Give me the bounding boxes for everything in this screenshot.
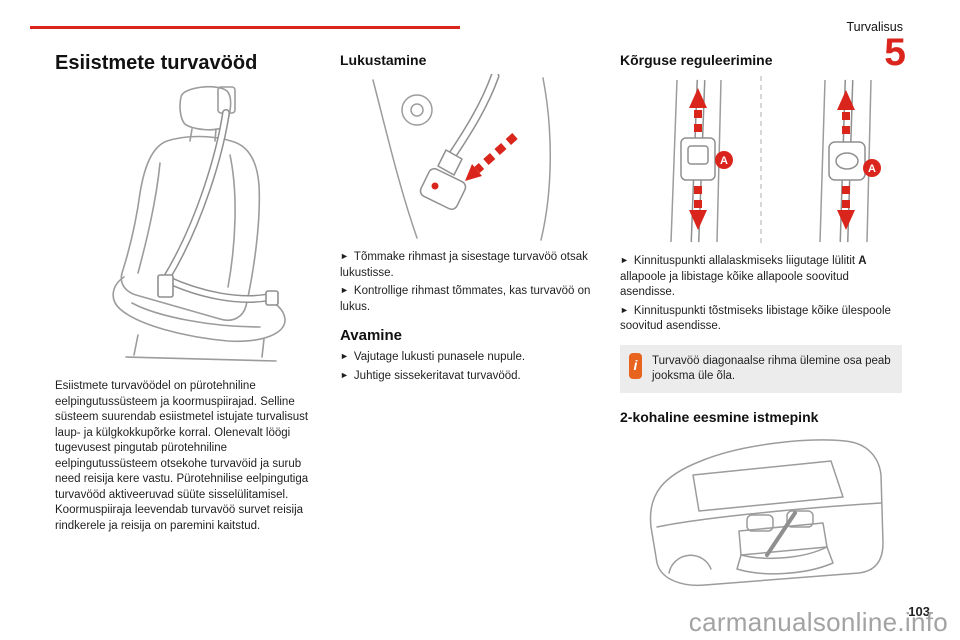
info-box-text: Turvavöö diagonaalse rihma ülemine osa p… — [652, 354, 891, 382]
bullet-arrow-icon: ► — [340, 251, 349, 261]
opening-step: ► Juhtige sissekeritavat turvavööd. — [340, 369, 592, 385]
height-step-text: Kinnituspunkti tõstmiseks libistage kõik… — [620, 304, 891, 333]
bench-seat-illustration — [620, 431, 902, 593]
column-front-seatbelts: Esiistmete turvavööd — [55, 52, 323, 534]
locking-step-text: Kontrollige rihmast tõmmates, kas turvav… — [340, 285, 591, 313]
buckle-illustration-svg — [372, 74, 552, 241]
seat-belt-illustration — [55, 81, 323, 369]
height-step-text: Kinnituspunkti allalaskmiseks liigutage … — [620, 255, 867, 298]
bench-seat-svg — [649, 438, 884, 586]
bullet-arrow-icon: ► — [620, 255, 629, 265]
label-a-badge — [715, 151, 733, 169]
bullet-arrow-icon: ► — [620, 304, 629, 315]
info-box: i Turvavöö diagonaalse rihma ülemine osa… — [620, 344, 902, 393]
bullet-arrow-icon: ► — [340, 369, 349, 380]
locking-heading: Lukustamine — [340, 52, 427, 68]
height-step-pre: Kinnituspunkti allalaskmiseks liigutage … — [633, 255, 859, 267]
height-step-bold-a: A — [858, 255, 867, 267]
height-step: ►Kinnituspunkti tõstmiseks libistage kõi… — [620, 304, 902, 335]
bullet-arrow-icon: ► — [340, 285, 349, 295]
opening-heading: Avamine — [340, 327, 402, 344]
label-a-badge — [863, 159, 881, 177]
height-heading: Kõrguse reguleerimine — [620, 52, 773, 68]
buckle-illustration — [340, 74, 592, 242]
buckle-release-button — [431, 182, 439, 190]
seat-illustration-svg — [112, 85, 286, 362]
section-label: Turvalisus — [846, 20, 904, 34]
info-icon: i — [629, 352, 642, 379]
header-rule — [30, 26, 460, 29]
opening-step-text: Vajutage lukusti punasele nupule. — [353, 351, 526, 363]
bench-heading: 2-kohaline eesmine istmepink — [620, 408, 819, 425]
column-locking: Lukustamine — [340, 52, 592, 387]
adjuster-label-a: A — [720, 155, 728, 167]
opening-step-text: Juhtige sissekeritavat turvavööd. — [353, 369, 521, 382]
insert-arrow-icon — [465, 133, 518, 181]
locking-step-text: Tõmmake rihmast ja sisestage turvavöö ot… — [340, 251, 588, 279]
page-number: 103 — [908, 604, 930, 619]
watermark: carmanualsonline.info — [688, 607, 948, 637]
intro-paragraph: Esiistmete turvavöödel on pürotehniline … — [55, 380, 309, 532]
column-height-adjust: Kõrguse reguleerimine — [620, 52, 902, 601]
chapter-number: 5 — [884, 31, 906, 74]
bullet-arrow-icon: ► — [340, 351, 349, 361]
height-step-post: allapoole ja libistage kõike allapoole s… — [620, 270, 849, 299]
opening-step: ► Vajutage lukusti punasele nupule. — [340, 350, 592, 366]
page-title: Esiistmete turvavööd — [55, 52, 258, 74]
locking-step: ►Tõmmake rihmast ja sisestage turvavöö o… — [340, 250, 592, 281]
height-adjuster-svg: A A — [670, 76, 881, 244]
adjuster-label-a: A — [868, 163, 876, 175]
locking-step: ►Kontrollige rihmast tõmmates, kas turva… — [340, 284, 592, 315]
height-step: ► Kinnituspunkti allalaskmiseks liigutage… — [620, 254, 902, 301]
height-adjuster-illustration: A A — [620, 74, 902, 246]
